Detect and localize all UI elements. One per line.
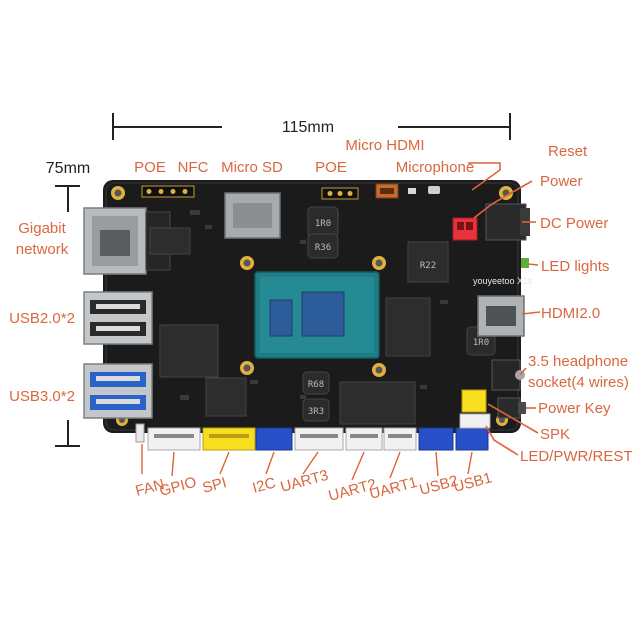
label-spi: SPI bbox=[201, 474, 229, 497]
label-spk: SPK bbox=[540, 426, 570, 443]
usb2-connector bbox=[418, 427, 454, 451]
inductor-label-1: 1R0 bbox=[315, 219, 331, 229]
fan-connector bbox=[135, 423, 145, 443]
gpio-connector bbox=[147, 427, 201, 451]
power-key bbox=[497, 397, 526, 419]
label-micro-sd: Micro SD bbox=[221, 159, 283, 176]
usb2-port-stack bbox=[83, 291, 153, 345]
label-headphone-line1: 3.5 headphone bbox=[528, 353, 628, 370]
width-dimension bbox=[112, 113, 511, 140]
reset-button-component bbox=[428, 186, 440, 194]
inductor-label-4: 3R3 bbox=[308, 407, 324, 417]
uart1-connector bbox=[383, 427, 417, 451]
spk-connector bbox=[461, 389, 487, 413]
label-dc-power: DC Power bbox=[540, 215, 608, 232]
label-nfc: NFC bbox=[178, 159, 209, 176]
label-usb1: USB1 bbox=[452, 469, 494, 496]
uart2-connector bbox=[345, 427, 383, 451]
spi-connector bbox=[202, 427, 256, 451]
label-gigabit-line1: Gigabit bbox=[18, 220, 66, 237]
labels: POE NFC Micro SD POE Micro HDMI Micropho… bbox=[9, 137, 632, 465]
micro-sd-slot bbox=[224, 192, 281, 239]
label-uart1: UART1 bbox=[368, 474, 420, 503]
label-led-pwr-rest: LED/PWR/REST bbox=[520, 448, 633, 465]
inductor-label-3: R68 bbox=[308, 380, 324, 390]
led-pwr-rest-connector bbox=[459, 413, 491, 429]
usb1-connector bbox=[455, 427, 489, 451]
uart3-connector bbox=[294, 427, 344, 451]
pointer-lines bbox=[468, 162, 541, 456]
microphone-component bbox=[408, 188, 416, 194]
label-reset: Reset bbox=[548, 143, 588, 160]
poe-right-header bbox=[321, 187, 359, 200]
inductor-label-5: 1R0 bbox=[473, 338, 489, 348]
label-hdmi20: HDMI2.0 bbox=[541, 305, 600, 322]
height-dimension bbox=[55, 185, 80, 447]
label-poe-left: POE bbox=[134, 159, 166, 176]
label-gpio: GPIO bbox=[158, 474, 199, 500]
label-fan: FAN bbox=[134, 476, 167, 500]
bottom-pointer-lines bbox=[141, 444, 473, 481]
ethernet-port bbox=[83, 207, 171, 275]
label-i2c: I2C bbox=[251, 474, 278, 497]
power-connector bbox=[452, 217, 478, 241]
label-power-key: Power Key bbox=[538, 400, 611, 417]
label-power: Power bbox=[540, 173, 583, 190]
brand-text: youyeetoo X1s bbox=[473, 276, 533, 286]
led-light-component bbox=[521, 258, 529, 268]
soc-chip bbox=[254, 271, 380, 359]
label-microphone: Microphone bbox=[396, 159, 474, 176]
i2c-connector bbox=[255, 427, 293, 451]
chip-label-r22: R22 bbox=[420, 261, 436, 271]
label-led-lights: LED lights bbox=[541, 258, 609, 275]
usb3-port-stack bbox=[83, 363, 153, 419]
chips: R22 bbox=[149, 227, 449, 425]
poe-nfc-header bbox=[141, 185, 195, 198]
hdmi20-port bbox=[477, 295, 525, 337]
label-gigabit-line2: network bbox=[16, 241, 69, 258]
width-label: 115mm bbox=[282, 119, 334, 136]
label-usb30: USB3.0*2 bbox=[9, 388, 75, 405]
micro-hdmi-port bbox=[375, 183, 399, 199]
inductor-label-2: R36 bbox=[315, 243, 331, 253]
label-micro-hdmi: Micro HDMI bbox=[345, 137, 424, 154]
bottom-connectors bbox=[135, 413, 491, 451]
height-label: 75mm bbox=[46, 160, 90, 177]
label-headphone-line2: socket(4 wires) bbox=[528, 374, 629, 391]
label-usb20: USB2.0*2 bbox=[9, 310, 75, 327]
label-poe-right: POE bbox=[315, 159, 347, 176]
bottom-labels: FAN GPIO SPI I2C UART3 UART2 UART1 USB2 … bbox=[134, 467, 494, 505]
